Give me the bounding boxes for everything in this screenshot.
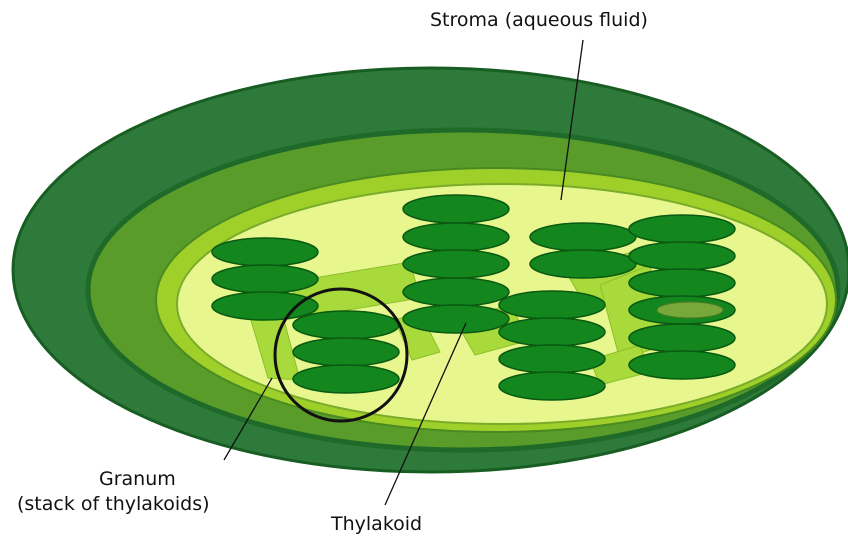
- thylakoid: [403, 278, 509, 306]
- granum-sublabel: (stack of thylakoids): [17, 493, 210, 515]
- thylakoid: [293, 365, 399, 393]
- thylakoid: [499, 318, 605, 346]
- thylakoid: [629, 324, 735, 352]
- thylakoid-label: Thylakoid: [330, 513, 422, 535]
- thylakoid: [530, 250, 636, 278]
- thylakoid: [403, 250, 509, 278]
- thylakoid: [212, 265, 318, 293]
- thylakoid: [629, 269, 735, 297]
- thylakoid: [212, 238, 318, 266]
- thylakoid: [499, 291, 605, 319]
- thylakoid: [293, 338, 399, 366]
- stroma-label: Stroma (aqueous fluid): [430, 9, 648, 31]
- granum-left: [212, 238, 318, 320]
- thylakoid: [293, 311, 399, 339]
- thylakoid: [403, 305, 509, 333]
- thylakoid: [212, 292, 318, 320]
- thylakoid: [403, 195, 509, 223]
- thylakoid: [499, 345, 605, 373]
- thylakoid: [403, 223, 509, 251]
- granum-center-tall: [403, 195, 509, 333]
- granum-circled: [293, 311, 399, 393]
- thylakoid: [629, 242, 735, 270]
- thylakoid: [629, 351, 735, 379]
- thylakoid: [629, 215, 735, 243]
- thylakoid: [499, 372, 605, 400]
- granum-label: Granum: [99, 468, 176, 490]
- thylakoid-lumen: [657, 302, 723, 318]
- thylakoid: [530, 223, 636, 251]
